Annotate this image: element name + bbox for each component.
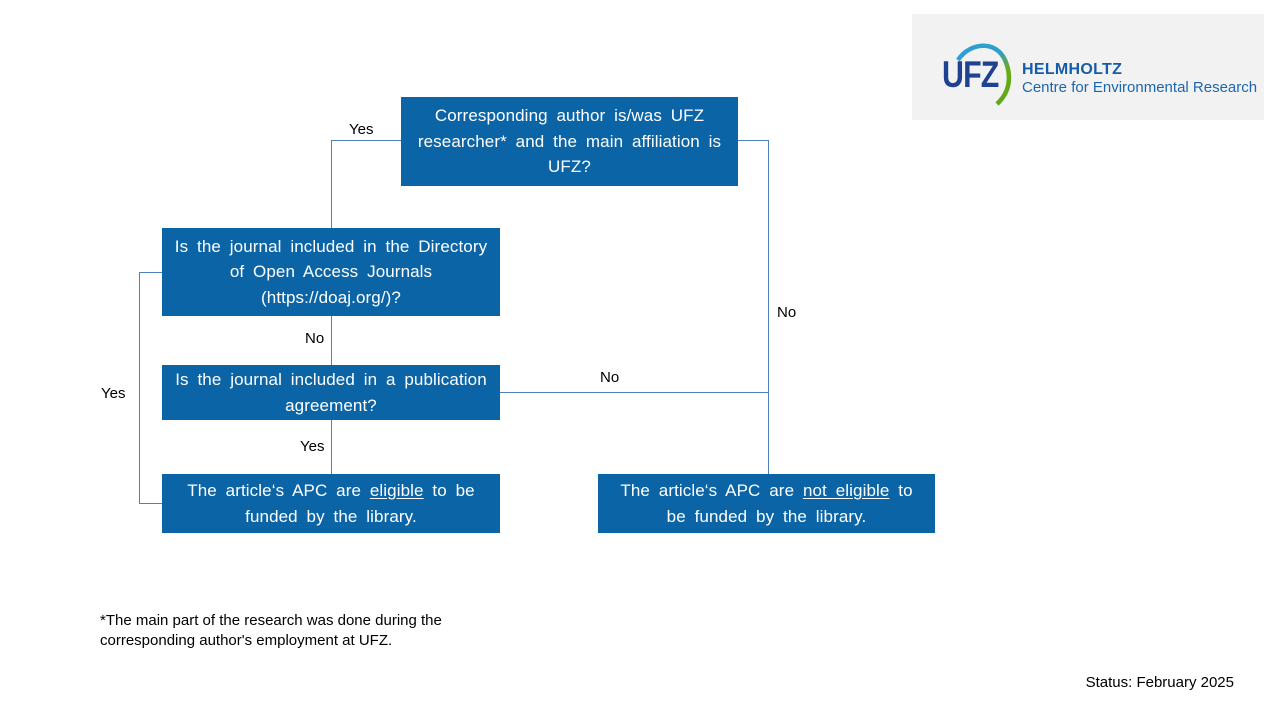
node-text: The article‘s APC are not eligible to be…: [620, 481, 913, 526]
node-text: Is the journal included in a publication…: [175, 370, 487, 415]
ufz-swoosh-icon: [956, 43, 1012, 106]
node-question-affiliation: Corresponding author is/was UFZ research…: [401, 97, 738, 186]
edge-label-yes-top: Yes: [349, 121, 374, 138]
edge-label-yes-left: Yes: [101, 385, 126, 402]
connector-q1-yes-vertical: [331, 140, 332, 228]
logo-panel: UFZ HELMHOLTZ Centre for Environmental R…: [912, 14, 1264, 120]
connector-no-vertical: [768, 140, 769, 474]
node-text: The article‘s APC are eligible to be fun…: [187, 481, 475, 526]
underlined-not-eligible: not eligible: [802, 481, 890, 500]
node-text: Corresponding author is/was UFZ research…: [417, 106, 722, 177]
edge-label-yes-agreement: Yes: [300, 438, 325, 455]
edge-label-no-doaj: No: [305, 330, 325, 347]
node-question-agreement: Is the journal included in a publication…: [162, 365, 500, 420]
footnote: *The main part of the research was done …: [100, 612, 442, 649]
status-date: Status: February 2025: [1085, 674, 1234, 691]
node-result-not-eligible: The article‘s APC are not eligible to be…: [598, 474, 935, 533]
org-subtitle: Centre for Environmental Research: [1022, 79, 1258, 96]
connector-q2-yes-vertical: [139, 272, 140, 504]
connector-q3-yes-vertical: [331, 420, 332, 474]
ufz-logo-text: UFZ: [942, 54, 999, 95]
connector-q2-no-vertical: [331, 316, 332, 365]
node-question-doaj: Is the journal included in the Directory…: [162, 228, 500, 316]
connector-yes-to-eligible: [139, 503, 162, 504]
connector-q2-yes-horizontal: [139, 272, 162, 273]
connector-q1-no-horizontal: [738, 140, 769, 141]
edge-label-no-agreement: No: [600, 369, 620, 386]
node-text: Is the journal included in the Directory…: [174, 236, 488, 307]
org-name: HELMHOLTZ: [1022, 61, 1123, 78]
underlined-eligible: eligible: [369, 481, 424, 500]
node-result-eligible: The article‘s APC are eligible to be fun…: [162, 474, 500, 533]
connector-q1-yes-horizontal: [331, 140, 401, 141]
edge-label-no-right: No: [777, 304, 797, 321]
connector-q3-no-horizontal: [500, 392, 768, 393]
